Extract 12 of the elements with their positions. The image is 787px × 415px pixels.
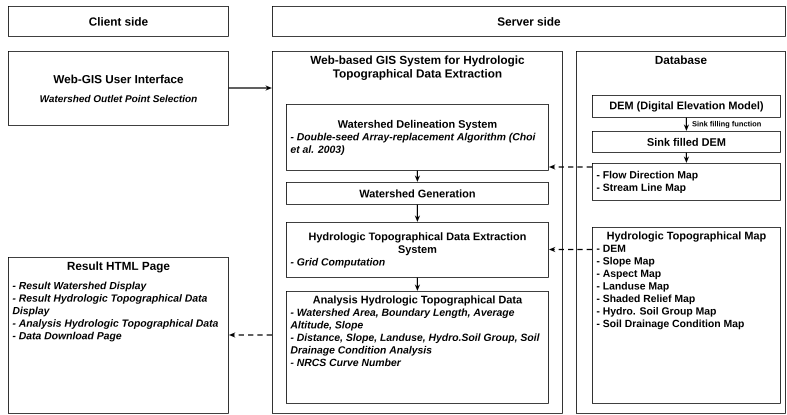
data-box: DEM (Digital Elevation Model) bbox=[592, 95, 781, 118]
process-box: Hydrologic Topographical Data Extraction System - Grid Computation bbox=[286, 222, 549, 278]
header-box: Client side bbox=[8, 6, 229, 37]
data-box: Hydrologic Topographical Map - DEM - Slope Map - Aspect Map - Landuse Map - Shaded Relief Map - Hydro. Soil Group Map - Soil Drainage Condition Map bbox=[592, 227, 781, 404]
process-box: Watershed Generation bbox=[286, 182, 549, 205]
process-box: Analysis Hydrologic Topographical Data - Watershed Area, Boundary Length, Average Altitude, Slope - Distance, Slope, Landuse, Hydro.Soil Group, Soil Drainage Condition Analysis - NRCS Curve Number bbox=[286, 291, 549, 404]
process-box: Watershed Delineation System - Double-seed Array-replacement Algorithm (Choi et al. 2003) bbox=[286, 104, 549, 171]
data-box: Sink filled DEM bbox=[592, 131, 781, 153]
result-box: Result HTML Page - Result Watershed Display - Result Hydrologic Topographical Data Display - Analysis Hydrologic Topographical Data - Data Download Page bbox=[8, 257, 229, 414]
data-box: - Flow Direction Map - Stream Line Map bbox=[592, 163, 781, 201]
header-box: Server side bbox=[272, 6, 786, 37]
process-box: Web-GIS User Interface Watershed Outlet Point Selection bbox=[8, 51, 229, 126]
